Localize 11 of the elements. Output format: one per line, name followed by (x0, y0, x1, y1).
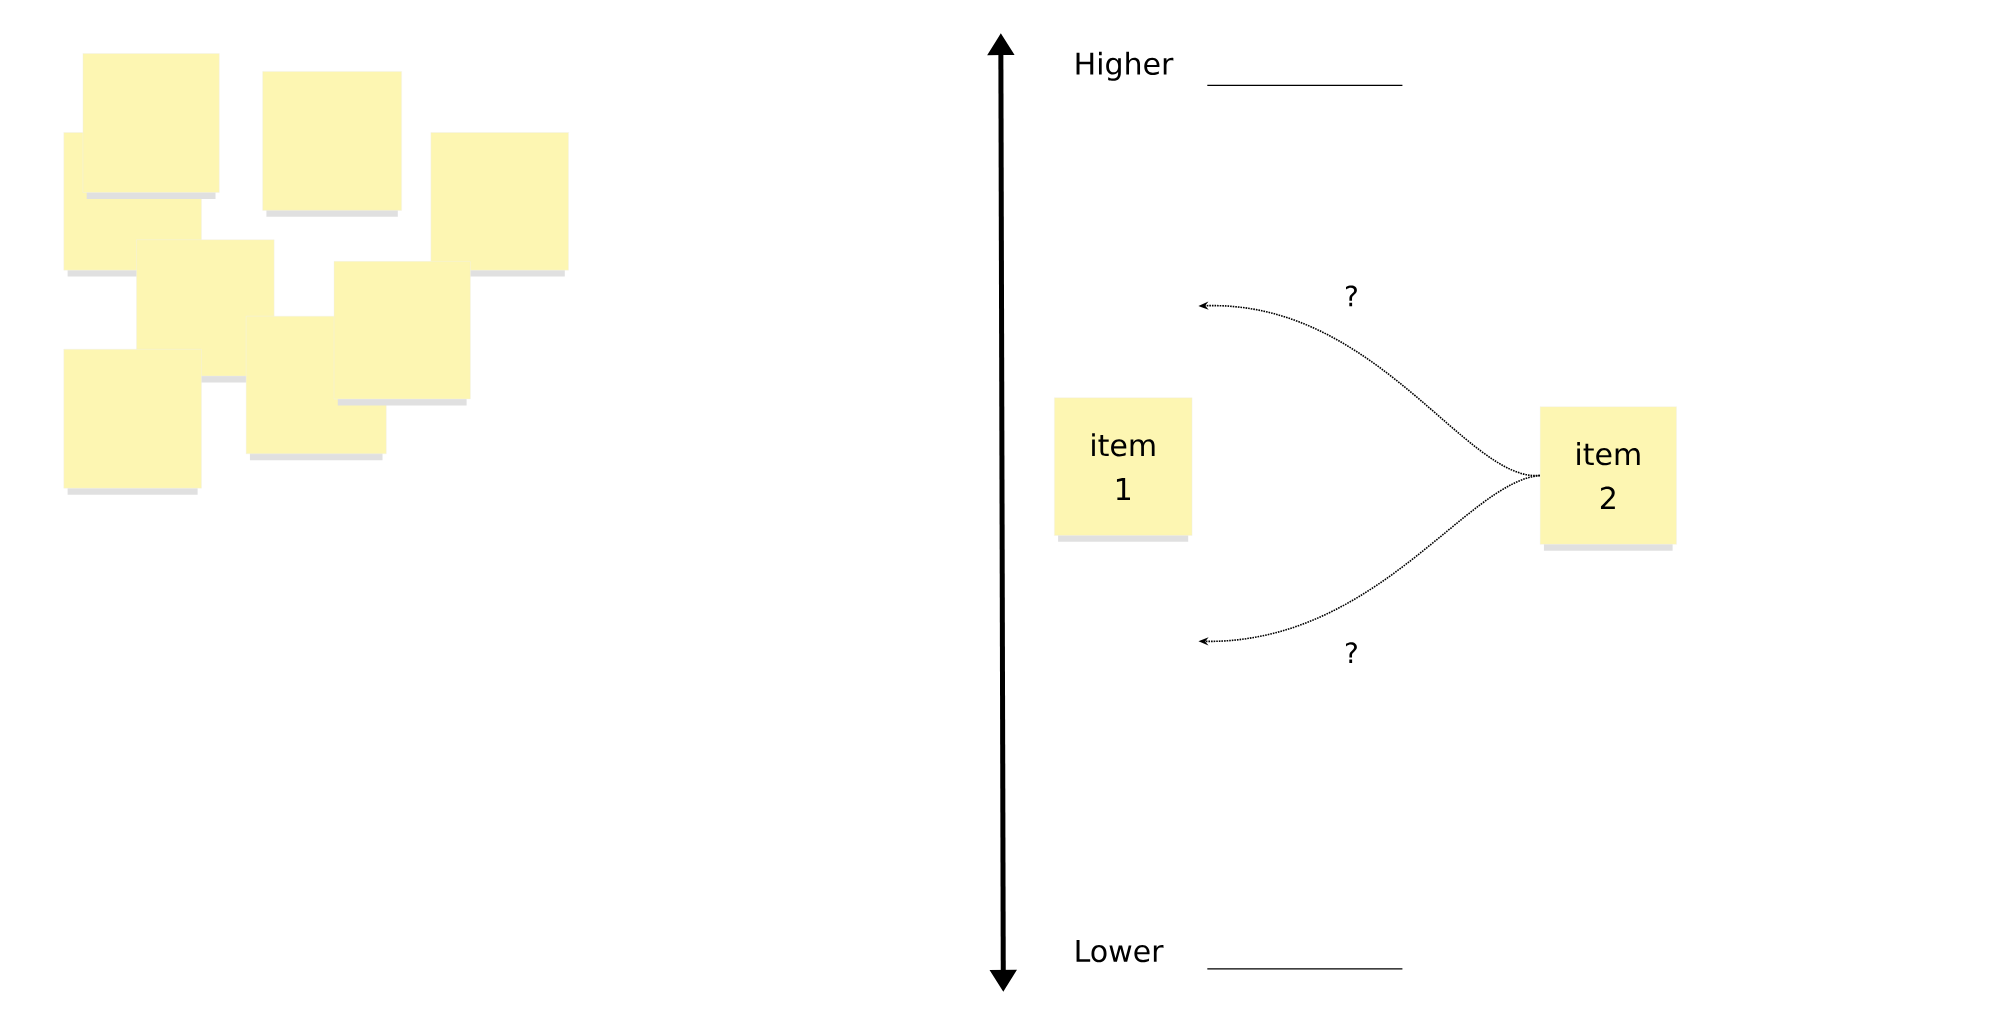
sticky-note (333, 261, 471, 406)
sticky-note: item 2 (1539, 406, 1677, 551)
sticky-note (430, 132, 569, 277)
edge-label: ? (1346, 285, 1357, 307)
sticky-note: item 1 (1054, 397, 1193, 542)
axis-label: Higher (1076, 51, 1174, 81)
sticky-note (63, 349, 202, 495)
sticky-note (82, 53, 220, 199)
edge-label: ? (1346, 642, 1357, 664)
sticky-note (262, 71, 402, 217)
axis-label: Lower (1076, 939, 1164, 963)
